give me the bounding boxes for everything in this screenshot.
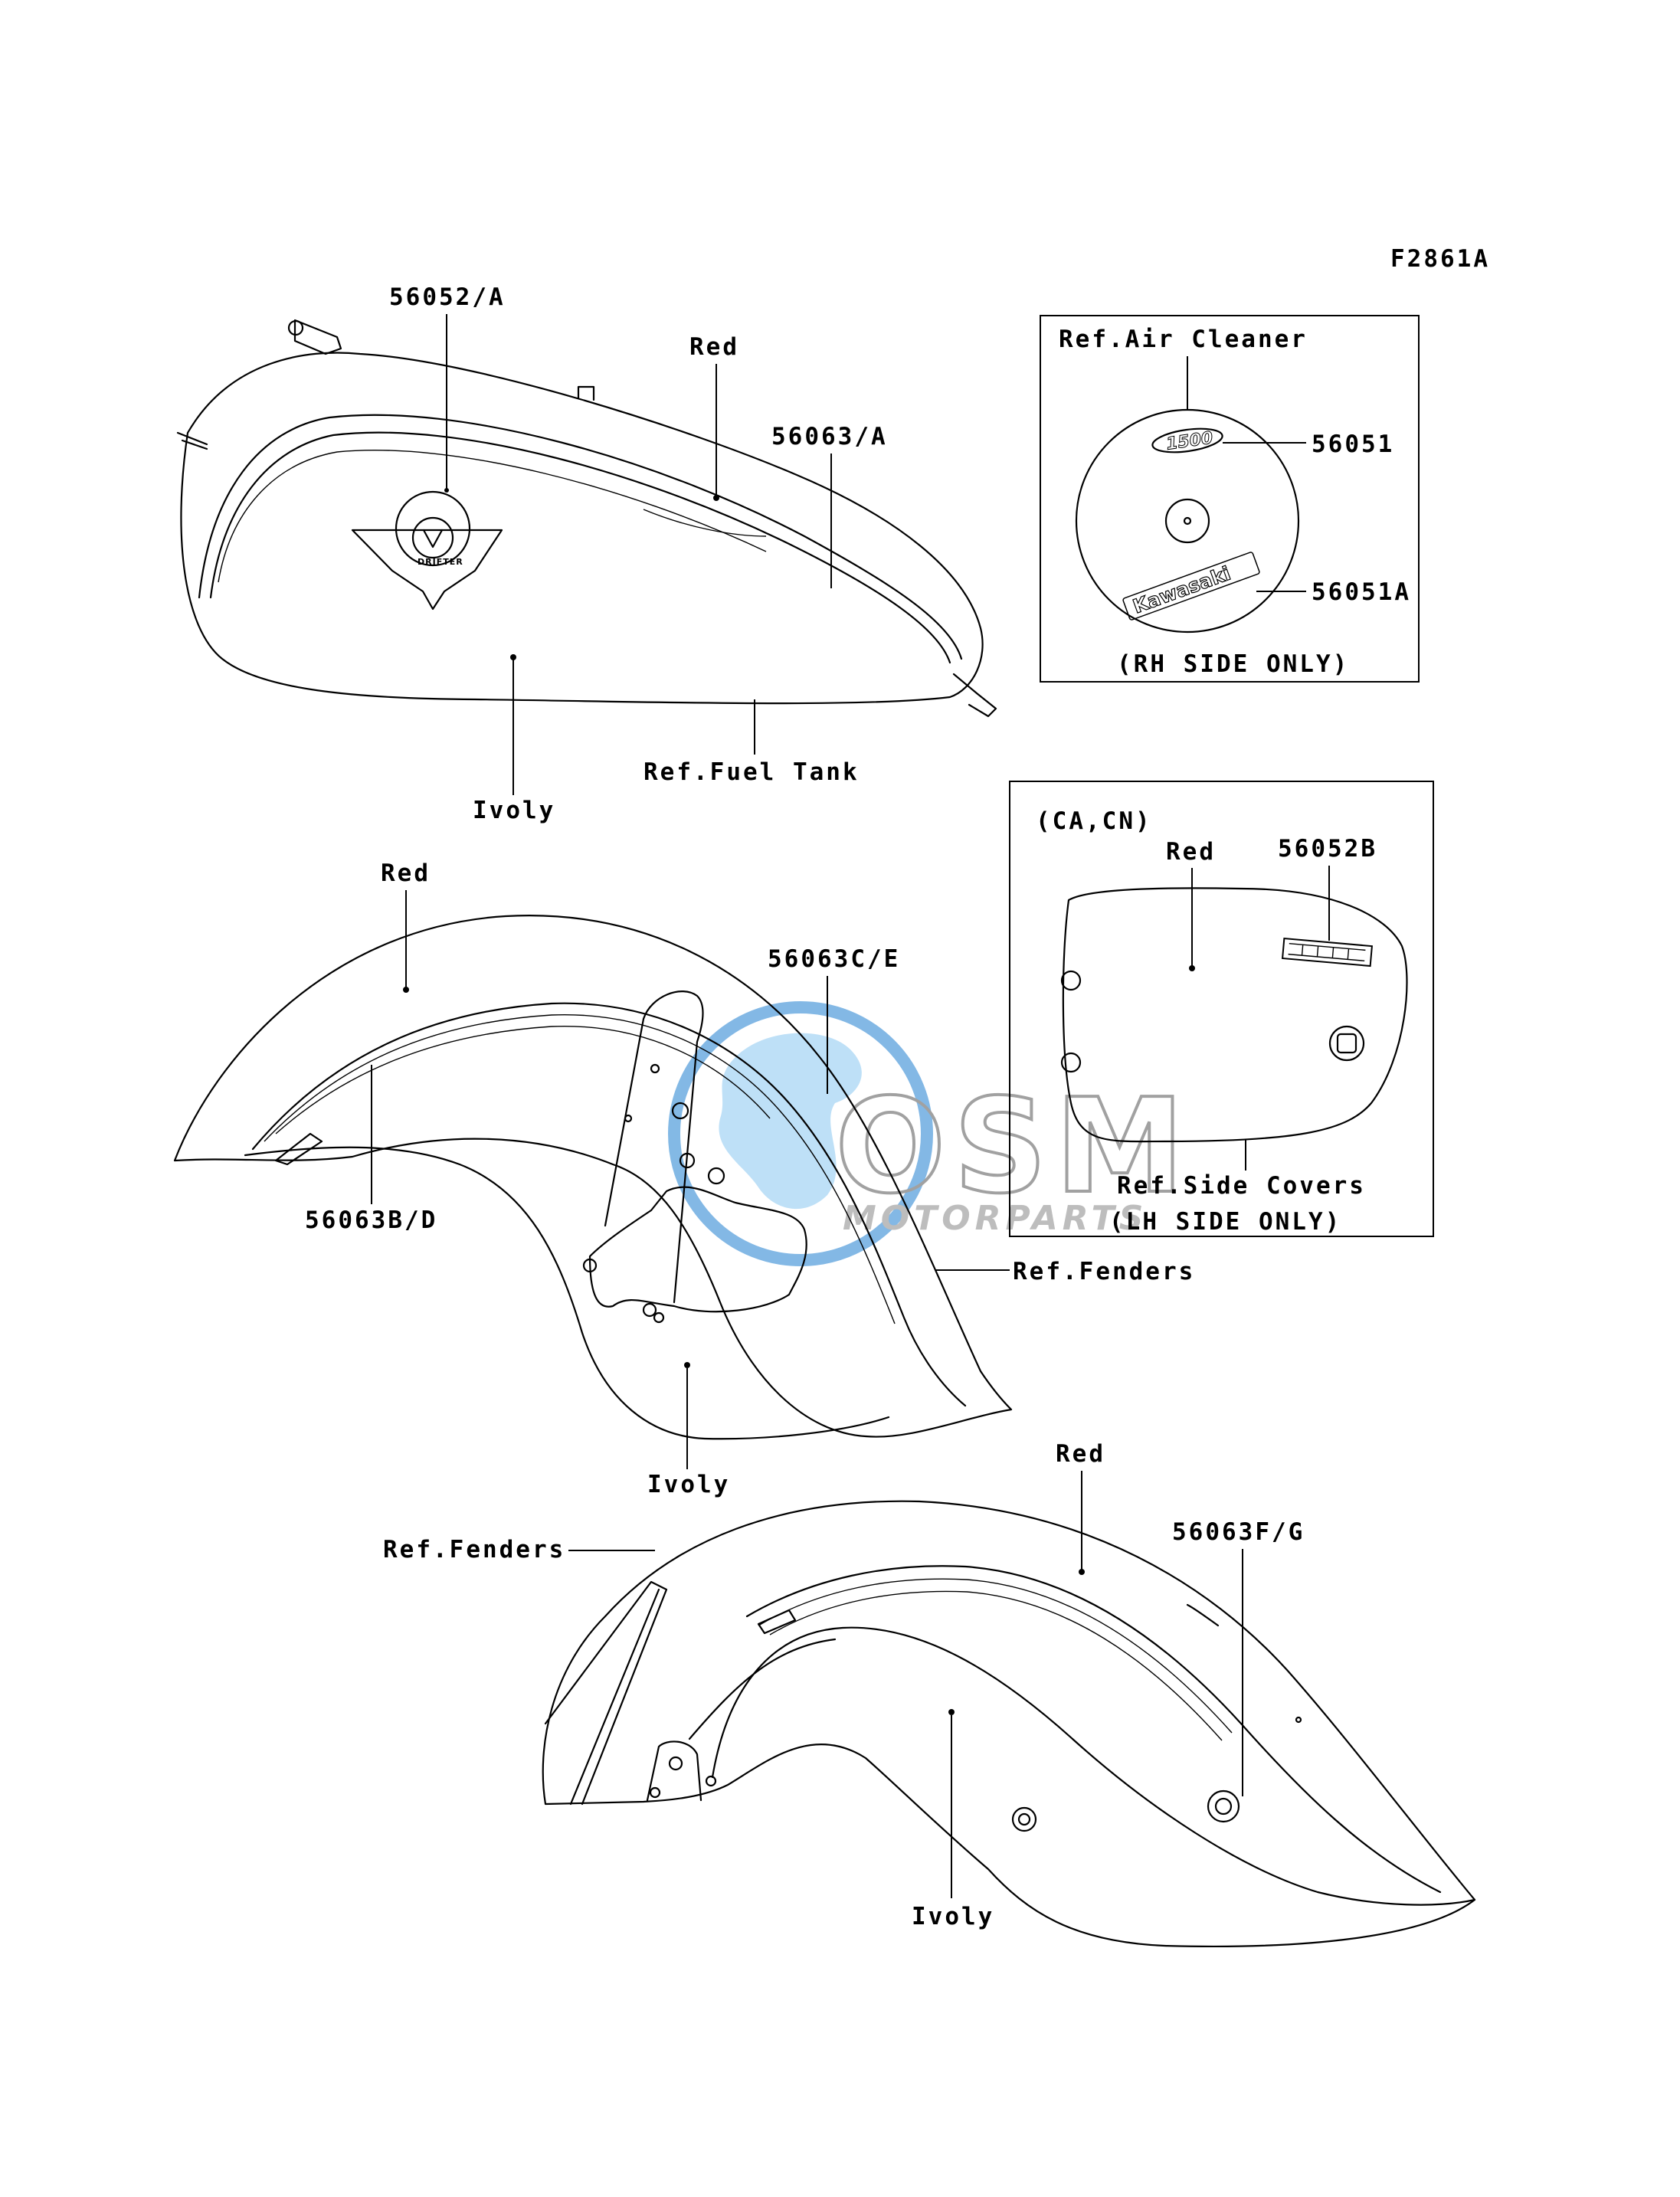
air-cleaner-title: Ref.Air Cleaner	[1059, 326, 1308, 353]
side-cover-part: 56052B	[1278, 835, 1377, 863]
front-fender-part-left: 56063B/D	[305, 1207, 437, 1234]
emblem-text: DRIFTER	[418, 557, 463, 567]
figure-code: F2861A	[1390, 245, 1490, 273]
air-cleaner-part-1: 56051	[1312, 431, 1394, 458]
side-cover-box: (CA,CN) Red 56052B Ref.Side Covers (LH S…	[1009, 781, 1434, 1237]
air-cleaner-note: (RH SIDE ONLY)	[1117, 650, 1349, 678]
rear-fender-ref: Ref.Fenders	[383, 1536, 565, 1563]
side-cover-color: Red	[1166, 838, 1216, 866]
rear-fender-color-top: Red	[1056, 1440, 1105, 1468]
front-fender-drawing	[173, 915, 1013, 1440]
fuel-tank-part-stripe: 56063/A	[771, 423, 888, 450]
fuel-tank-color-bottom: Ivoly	[473, 797, 555, 824]
fuel-tank-drawing: V DRIFTER	[176, 319, 997, 718]
watermark-globe-icon	[668, 1001, 933, 1266]
watermark-continent-shape	[719, 1033, 862, 1210]
air-cleaner-box: Ref.Air Cleaner 1500 Kawasaki 56051 5605…	[1040, 315, 1420, 683]
air-cleaner-part-2: 56051A	[1312, 578, 1411, 606]
drifter-emblem: V DRIFTER	[351, 490, 503, 611]
watermark-sub: MOTORPARTS	[843, 1199, 1148, 1238]
fuel-tank-part-main: 56052/A	[389, 283, 506, 311]
rear-fender-part: 56063F/G	[1172, 1518, 1305, 1546]
front-fender-ref: Ref.Fenders	[1013, 1258, 1195, 1285]
air-cleaner-cover-drawing	[1075, 408, 1300, 634]
front-fender-part-right: 56063C/E	[768, 945, 900, 973]
side-cover-drawing	[1062, 887, 1408, 1143]
front-fender-color-top: Red	[381, 859, 431, 887]
side-cover-ref: Ref.Side Covers	[1117, 1172, 1366, 1200]
rear-fender-drawing	[542, 1500, 1476, 1947]
rear-fender-color-bottom: Ivoly	[912, 1903, 994, 1930]
front-fender-color-bottom: Ivoly	[647, 1471, 730, 1498]
badge-1500: 1500	[1151, 427, 1223, 454]
side-cover-badge	[1282, 937, 1373, 968]
fuel-tank-color-top: Red	[689, 333, 739, 361]
side-cover-note: (LH SIDE ONLY)	[1109, 1208, 1341, 1236]
fuel-tank-ref: Ref.Fuel Tank	[644, 758, 860, 786]
side-cover-region: (CA,CN)	[1036, 807, 1152, 835]
kawasaki-logo: Kawasaki	[1122, 552, 1260, 620]
